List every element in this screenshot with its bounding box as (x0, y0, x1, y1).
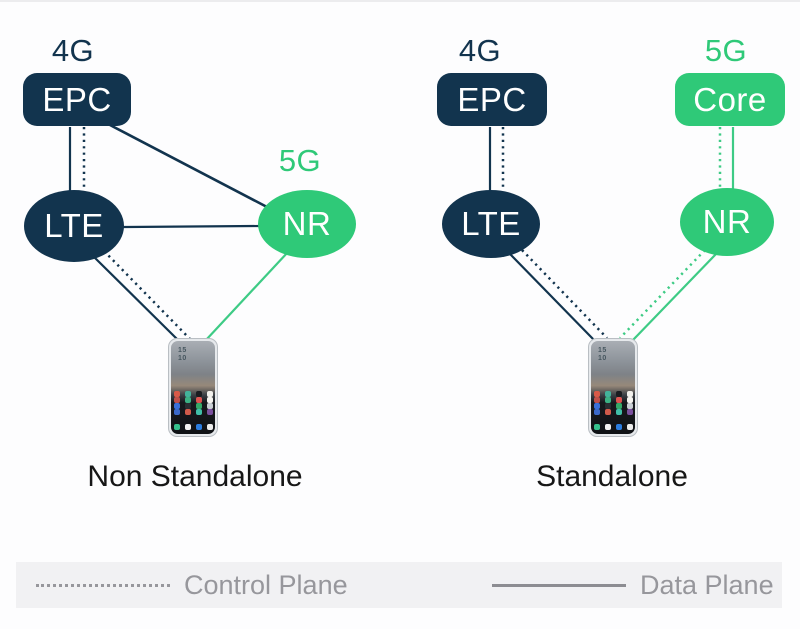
app-icon (593, 409, 600, 415)
dock-app-icon (604, 424, 611, 430)
phone-app-grid (591, 391, 635, 434)
sa-nr-phone-control-line (619, 249, 706, 339)
app-icon (626, 403, 633, 409)
app-icon (184, 397, 191, 403)
sa-nr-phone-data-line (632, 253, 717, 341)
app-icon (615, 397, 622, 403)
phone-clock: 15 10 (178, 347, 215, 362)
dock-app-icon (626, 424, 633, 430)
dock-app-icon (173, 424, 180, 430)
dock-app-icon (206, 424, 213, 430)
sa-caption: Standalone (536, 460, 688, 493)
app-icon (173, 391, 180, 397)
legend-data-plane: Data Plane (492, 562, 774, 608)
app-icon (615, 409, 622, 415)
nsa-4g-label: 4G (51, 33, 95, 68)
legend-band: Control Plane Data Plane (16, 562, 782, 608)
app-icon (604, 409, 611, 415)
data-plane-label: Data Plane (640, 569, 774, 600)
phone-app-grid (171, 391, 215, 434)
dock-app-icon (195, 424, 202, 430)
app-icon (626, 391, 633, 397)
top-edge-divider (0, 0, 800, 2)
sa-4g-label: 4G (458, 33, 502, 68)
sa-lte-phone-control-line (521, 249, 608, 339)
dock-app-icon (184, 424, 191, 430)
app-icon (173, 397, 180, 403)
nsa-lte-node: LTE (24, 190, 124, 262)
nsa-smartphone: 15 10 (168, 338, 218, 437)
app-icon (195, 403, 202, 409)
app-icon (604, 403, 611, 409)
nsa-5g-label: 5G (278, 143, 322, 178)
phone-clock-minute: 10 (178, 354, 187, 362)
app-icon (173, 403, 180, 409)
control-plane-line-sample (36, 583, 170, 587)
nsa-caption: Non Standalone (87, 460, 303, 493)
app-icon (593, 403, 600, 409)
sa-5g-label: 5G (704, 33, 748, 68)
sa-phone-screen: 15 10 (591, 341, 635, 434)
app-icon (604, 391, 611, 397)
app-icon (195, 409, 202, 415)
data-plane-line-sample (492, 583, 626, 587)
app-icon (184, 409, 191, 415)
sa-core-node: Core (675, 73, 785, 126)
sa-lte-node: LTE (442, 190, 540, 258)
phone-dock (173, 424, 213, 431)
app-icon (184, 391, 191, 397)
app-icon (593, 391, 600, 397)
nsa-nr-phone-data-line (205, 251, 289, 341)
nsa-lte-phone-control-line (103, 250, 191, 340)
nsa-epc-nr-data-line (109, 123, 268, 209)
phone-clock-hour: 15 (598, 347, 607, 354)
dock-app-icon (593, 424, 600, 430)
app-icon (206, 391, 213, 397)
phone-clock: 15 10 (598, 347, 635, 362)
app-icon (206, 409, 213, 415)
app-icon (184, 403, 191, 409)
app-icon (615, 403, 622, 409)
sa-epc-node: EPC (437, 73, 547, 126)
app-icon (593, 397, 600, 403)
nsa-lte-nr-data-line (122, 224, 261, 229)
sa-nr-node: NR (680, 188, 774, 256)
app-icon (173, 409, 180, 415)
phone-dock (593, 424, 633, 431)
phone-clock-minute: 10 (598, 354, 607, 362)
nsa-lte-phone-data-line (91, 254, 179, 341)
dock-app-icon (615, 424, 622, 430)
legend-control-plane: Control Plane (36, 562, 348, 608)
phone-icon-grid (173, 391, 213, 415)
app-icon (195, 397, 202, 403)
phone-clock-hour: 15 (178, 347, 187, 354)
app-icon (626, 397, 633, 403)
app-icon (604, 397, 611, 403)
app-icon (195, 391, 202, 397)
control-plane-label: Control Plane (184, 569, 348, 600)
app-icon (206, 403, 213, 409)
app-icon (626, 409, 633, 415)
nsa-phone-screen: 15 10 (171, 341, 215, 434)
sa-smartphone: 15 10 (588, 338, 638, 437)
app-icon (615, 391, 622, 397)
app-icon (206, 397, 213, 403)
sa-lte-phone-data-line (509, 253, 595, 341)
phone-icon-grid (593, 391, 633, 415)
nsa-epc-node: EPC (23, 73, 131, 126)
nsa-nr-node: NR (258, 190, 356, 258)
